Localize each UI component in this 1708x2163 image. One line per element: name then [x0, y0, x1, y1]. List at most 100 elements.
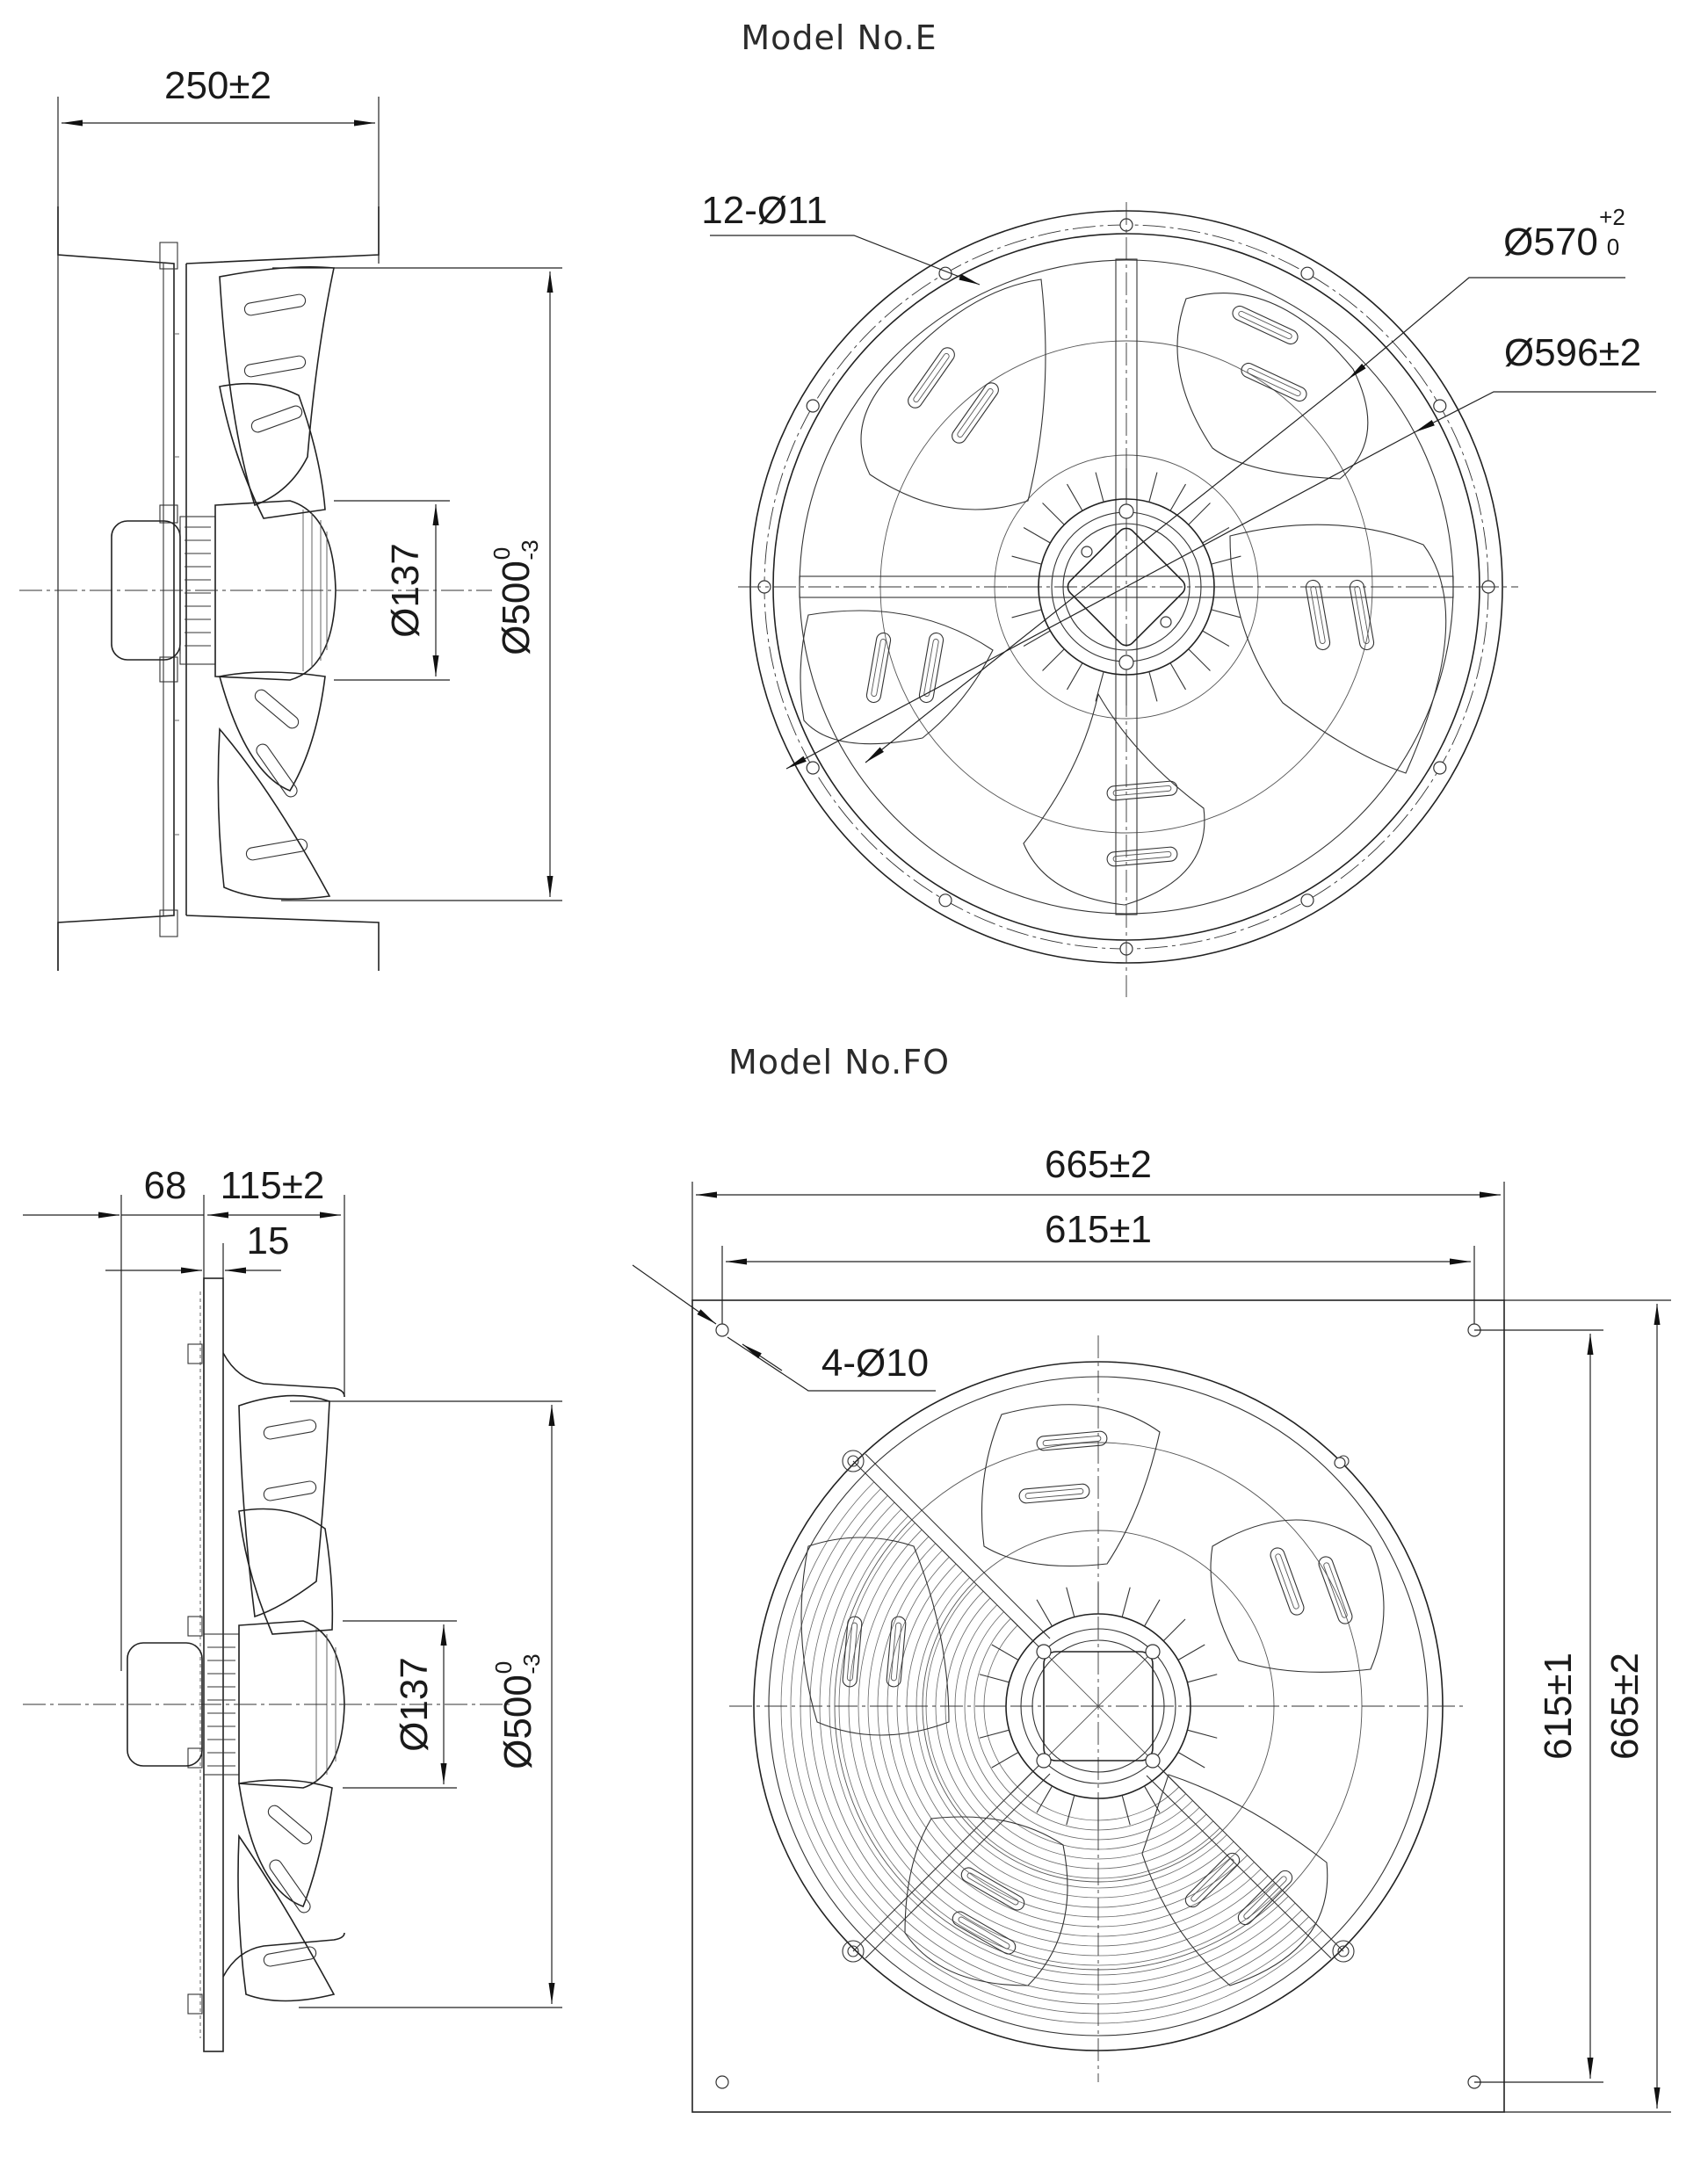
guard-wire: [848, 1705, 923, 1884]
hub-fin: [1211, 555, 1241, 565]
inner-ring-tol-upper: +2: [1599, 204, 1625, 230]
guard-wire: [858, 1705, 930, 1877]
guard-wire: [896, 1705, 957, 1849]
guard-wire: [964, 1611, 1004, 1707]
hub-fin: [1010, 1618, 1034, 1642]
model-fo-side-view: 68 115±2 15: [23, 1164, 562, 2052]
mounting-hole: [1433, 399, 1447, 413]
hub-fin: [1067, 662, 1083, 691]
hub-fin: [1148, 671, 1158, 702]
blade-slot: [948, 380, 1002, 446]
hub-fin: [1023, 527, 1051, 544]
dim-fo-impeller-diameter: Ø500: [496, 1675, 539, 1769]
blade-slot: [1017, 1482, 1091, 1505]
hub-fin: [979, 1729, 1010, 1739]
hub-fin: [1042, 503, 1065, 525]
mounting-hole: [938, 893, 952, 908]
guard-wire: [867, 1705, 937, 1870]
hub-fin: [1188, 503, 1211, 525]
guard-wire: [964, 1705, 1004, 1801]
hub-fin: [1066, 1587, 1075, 1617]
dim-hole-pitch-width: 615±1: [1045, 1208, 1152, 1251]
guard-wire: [867, 1543, 937, 1707]
guard-wire: [780, 1705, 875, 1931]
hub-fin: [1202, 527, 1230, 544]
guard-wire: [925, 1705, 977, 1828]
fo-impeller-tol-upper: 0: [490, 1661, 517, 1674]
guard-wire: [819, 1705, 902, 1904]
blade-slot: [1316, 1554, 1355, 1626]
guard-wire: [983, 1624, 1018, 1707]
dim-hole-pitch-height: 615±1: [1537, 1653, 1580, 1760]
dim-plate-height: 665±2: [1603, 1653, 1646, 1760]
guard-wire: [935, 1705, 984, 1822]
blade-slot: [1238, 360, 1310, 404]
dim-inner-ring-diameter: Ø570: [1503, 221, 1598, 264]
hub-fin: [1011, 609, 1042, 619]
guard-wire: [944, 1705, 991, 1815]
hub-fin: [1144, 1785, 1161, 1813]
guard-wire: [790, 1705, 881, 1924]
guard-wire: [800, 1705, 888, 1917]
model-e-side-view: 250±2: [19, 64, 562, 971]
hub-fin: [991, 1644, 1019, 1660]
guard-wire: [921, 1882, 1276, 1957]
hub-fin: [1023, 630, 1051, 647]
mounting-hole: [1300, 266, 1314, 280]
dim-impeller-diameter: Ø500: [495, 561, 538, 655]
guard-wire: [809, 1501, 895, 1707]
guard-wire: [954, 1705, 998, 1808]
dim-motor-depth: 68: [144, 1164, 187, 1207]
guard-wire: [906, 1570, 964, 1707]
guard-wire: [887, 1557, 950, 1707]
model-fo-front-view: 665±2 615±1 615±1 665±2 4-Ø10: [632, 1143, 1671, 2113]
hub-fin: [1169, 483, 1186, 511]
guard-wire: [973, 1618, 1011, 1707]
guard-wire: [989, 1813, 1207, 1860]
hub-fin: [1042, 648, 1065, 671]
guard-wire: [983, 1705, 1018, 1788]
inner-ring-tol-lower: 0: [1607, 234, 1619, 260]
hub-fin: [1188, 648, 1211, 671]
hub-fin: [1011, 555, 1042, 565]
dim-plate-width: 665±2: [1045, 1143, 1152, 1186]
guard-wire: [858, 1536, 930, 1707]
blade-slot: [1229, 303, 1301, 347]
blade-slot: [841, 1615, 864, 1689]
hub-fin: [991, 1752, 1019, 1769]
hub-fin: [1121, 1795, 1131, 1826]
guard-wire: [887, 1705, 950, 1856]
hub-fin: [1169, 662, 1186, 691]
guard-wire: [944, 1597, 991, 1707]
hub-fin: [1036, 1599, 1053, 1627]
blade-slot: [1105, 779, 1179, 802]
guard-wire: [809, 1705, 895, 1911]
dim-body-depth: 115±2: [221, 1164, 325, 1207]
model-e-title: Model No.E: [741, 18, 937, 57]
guard-wire: [969, 1834, 1227, 1889]
guard-wire: [790, 1488, 881, 1707]
fo-impeller-tol-lower: -3: [518, 1653, 545, 1674]
blade-slot: [1234, 1867, 1296, 1928]
hub-fin: [1121, 1587, 1131, 1617]
hub-fin: [1148, 472, 1158, 503]
model-e-front-view: 12-Ø11 Ø570 +2 0 Ø596±2: [701, 189, 1656, 997]
guard-wire: [894, 1909, 1303, 1995]
blade-slot: [1105, 845, 1179, 868]
dim-hub-diameter: Ø137: [384, 543, 427, 638]
guard-wire: [848, 1529, 923, 1707]
guard-wire: [877, 1705, 943, 1863]
hub-fin: [979, 1674, 1010, 1683]
dim-mounting-holes: 12-Ø11: [701, 189, 828, 232]
guard-wire: [915, 1889, 1282, 1966]
impeller-tol-lower: -3: [517, 539, 543, 560]
blade-slot: [1304, 578, 1332, 652]
guard-wire: [829, 1516, 908, 1707]
blade-slot: [917, 631, 945, 705]
hub-fin: [1162, 1770, 1186, 1794]
hub-fin: [1202, 630, 1230, 647]
guard-wire: [935, 1590, 984, 1707]
impeller-tol-upper: 0: [489, 547, 515, 560]
dim-fo-mounting-holes: 4-Ø10: [821, 1342, 929, 1385]
